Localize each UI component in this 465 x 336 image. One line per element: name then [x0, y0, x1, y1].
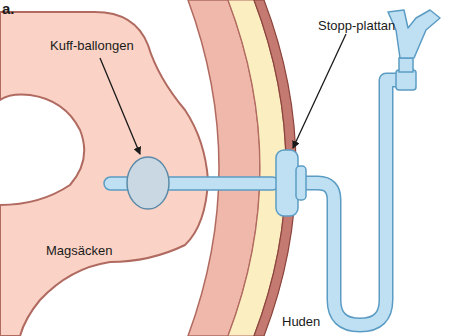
y-port	[388, 10, 440, 58]
part-label: Stopp-plattan	[318, 18, 395, 34]
connector-neck	[399, 58, 413, 72]
cuff-balloon	[127, 157, 169, 209]
stop-plate	[276, 150, 298, 216]
part-label: Huden	[282, 314, 320, 330]
stop-plate-hub	[296, 166, 306, 200]
leader-arrow	[100, 58, 140, 154]
part-label: Kuff-ballongen	[50, 38, 134, 54]
connector-sleeve	[396, 70, 416, 90]
stomach	[0, 12, 208, 336]
leader-arrow	[293, 34, 346, 148]
external-tube-outline	[295, 80, 400, 325]
part-label: Magsäcken	[46, 243, 112, 259]
figure-letter: a.	[2, 0, 15, 18]
external-tube	[295, 80, 400, 325]
